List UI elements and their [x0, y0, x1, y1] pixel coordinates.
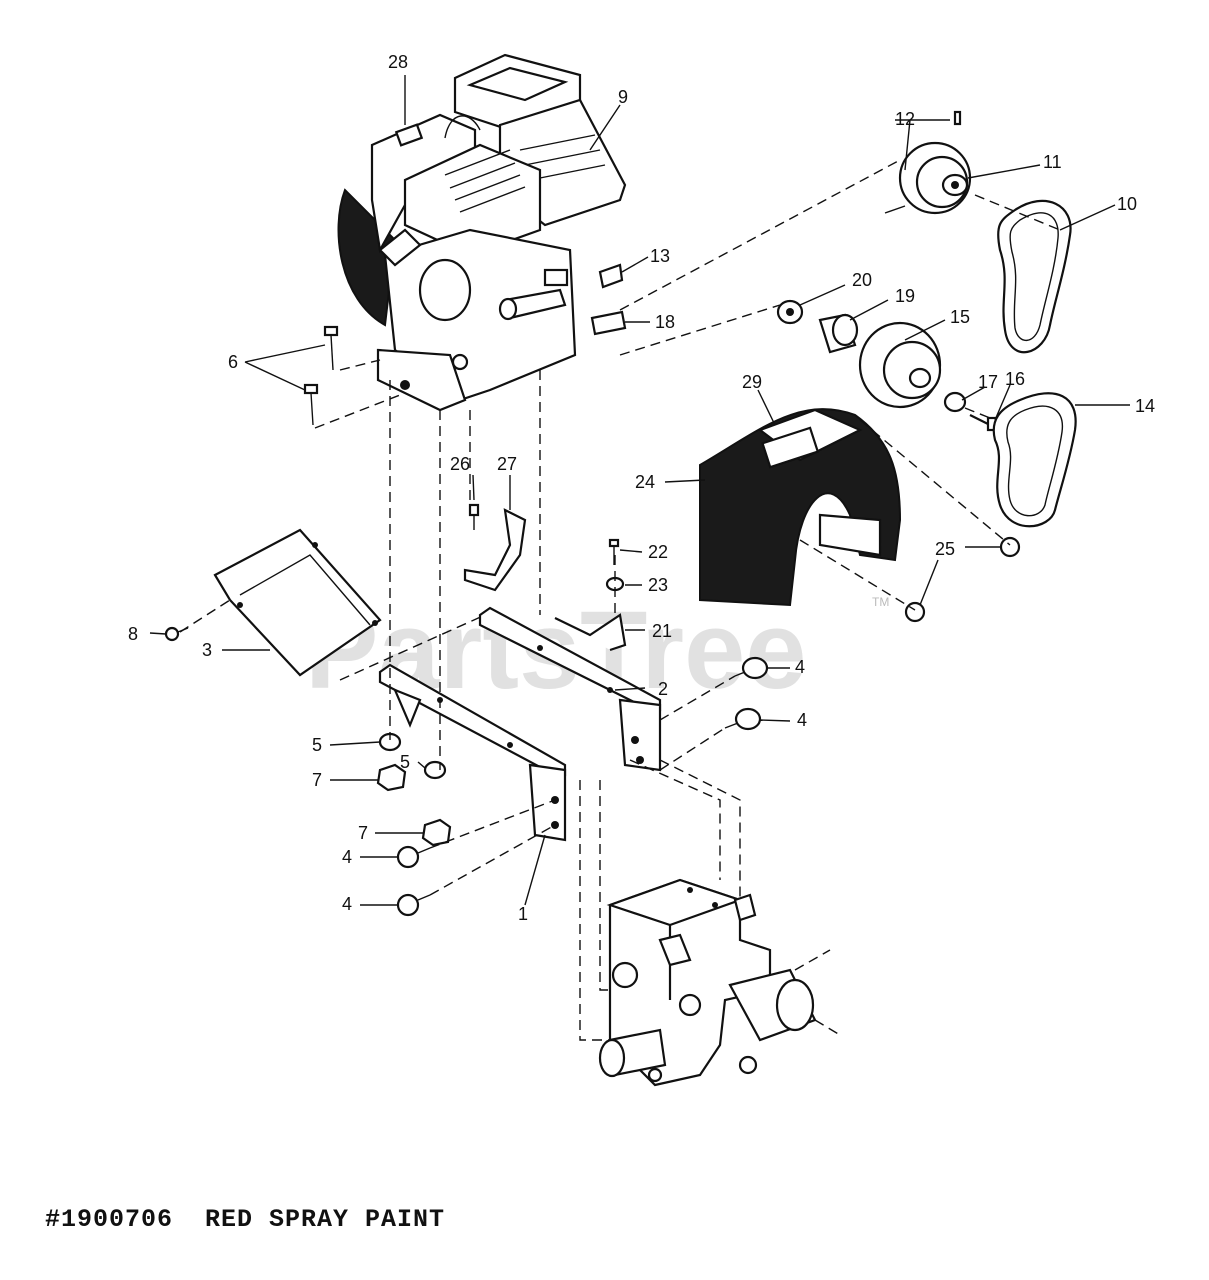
callout-25[interactable]: 25: [935, 539, 955, 559]
callout-22[interactable]: 22: [648, 542, 668, 562]
callout-21[interactable]: 21: [652, 621, 672, 641]
nut-7a[interactable]: [376, 763, 407, 792]
callout-26[interactable]: 26: [450, 454, 470, 474]
callout-4b[interactable]: 4: [797, 710, 807, 730]
belt-lower[interactable]: [992, 392, 1077, 528]
key-18[interactable]: [590, 310, 627, 336]
callout-17[interactable]: 17: [978, 372, 998, 392]
bolt-6-lower[interactable]: [303, 383, 319, 426]
callout-28[interactable]: 28: [388, 52, 408, 72]
callout-9[interactable]: 9: [618, 87, 628, 107]
callouts: 28 9 12 11 10 13 20 19 15 18 6 29 17 16 …: [128, 52, 1155, 924]
callout-5b[interactable]: 5: [400, 752, 410, 772]
callout-7b[interactable]: 7: [358, 823, 368, 843]
nut-25b[interactable]: [904, 601, 926, 623]
callout-4d[interactable]: 4: [342, 894, 352, 914]
callout-8[interactable]: 8: [128, 624, 138, 644]
belt-guard[interactable]: [699, 408, 902, 607]
callout-7a[interactable]: 7: [312, 770, 322, 790]
set-screw[interactable]: [884, 205, 906, 214]
callout-16[interactable]: 16: [1005, 369, 1025, 389]
assembly-lines: [179, 159, 1061, 1041]
key[interactable]: [953, 110, 962, 126]
heat-shield[interactable]: [213, 528, 382, 677]
callout-4a[interactable]: 4: [795, 657, 805, 677]
callout-24[interactable]: 24: [635, 472, 655, 492]
callout-3[interactable]: 3: [202, 640, 212, 660]
bolt-4a[interactable]: [734, 656, 769, 680]
link-27[interactable]: [463, 508, 527, 592]
bolt-26[interactable]: [468, 503, 480, 530]
callout-1[interactable]: 1: [518, 904, 528, 924]
bolt-4c[interactable]: [396, 845, 431, 869]
transmission-pulley[interactable]: [858, 321, 942, 409]
leader-lines: [149, 75, 1130, 906]
bolt-4d[interactable]: [396, 893, 431, 917]
engine-pulley[interactable]: [898, 141, 972, 215]
washer-17[interactable]: [943, 391, 967, 413]
bolt-6-upper[interactable]: [323, 325, 339, 371]
callout-10[interactable]: 10: [1117, 194, 1137, 214]
callout-13[interactable]: 13: [650, 246, 670, 266]
callout-6[interactable]: 6: [228, 352, 238, 372]
lockwasher-5b[interactable]: [423, 760, 447, 780]
callout-2[interactable]: 2: [658, 679, 668, 699]
callout-15[interactable]: 15: [950, 307, 970, 327]
transmission[interactable]: [598, 878, 817, 1087]
nut-7b[interactable]: [421, 818, 452, 847]
screw-22[interactable]: [608, 538, 620, 565]
callout-19[interactable]: 19: [895, 286, 915, 306]
callout-14[interactable]: 14: [1135, 396, 1155, 416]
callout-23[interactable]: 23: [648, 575, 668, 595]
callout-5a[interactable]: 5: [312, 735, 322, 755]
key-13[interactable]: [598, 263, 624, 289]
callout-29[interactable]: 29: [742, 372, 762, 392]
engine[interactable]: [337, 53, 627, 412]
watermark-trademark: TM: [872, 595, 889, 609]
callout-27[interactable]: 27: [497, 454, 517, 474]
callout-18[interactable]: 18: [655, 312, 675, 332]
callout-11[interactable]: 11: [1043, 152, 1062, 172]
callout-12[interactable]: 12: [895, 109, 915, 129]
callout-20[interactable]: 20: [852, 270, 872, 290]
nut-25a[interactable]: [999, 536, 1021, 558]
bracket-2[interactable]: [478, 606, 662, 772]
callout-4c[interactable]: 4: [342, 847, 352, 867]
clip-21[interactable]: [554, 613, 627, 652]
belt-upper[interactable]: [997, 199, 1072, 354]
washer-20[interactable]: [776, 299, 804, 325]
bolt-4b[interactable]: [724, 707, 762, 731]
paint-note: #1900706 RED SPRAY PAINT: [45, 1205, 446, 1234]
spacer[interactable]: [818, 313, 859, 354]
